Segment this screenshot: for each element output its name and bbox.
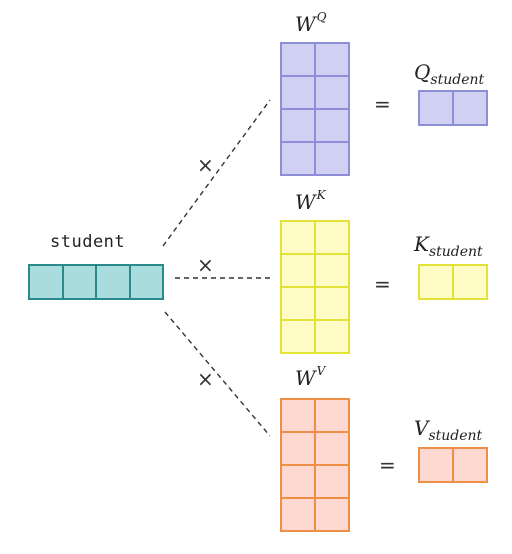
times-sign-v: × bbox=[197, 367, 214, 391]
output-vector-q bbox=[418, 90, 488, 126]
weight-cell bbox=[315, 399, 349, 432]
weight-label-q-base: W bbox=[295, 12, 316, 36]
weight-label-v-sup: V bbox=[316, 364, 326, 379]
weight-matrix-q bbox=[280, 42, 350, 176]
output-label-v-sub: student bbox=[428, 428, 483, 444]
connector-q bbox=[162, 99, 271, 247]
weight-cell bbox=[281, 465, 315, 498]
input-cell bbox=[62, 265, 96, 299]
weight-label-q: WQ bbox=[295, 10, 327, 36]
weight-cell bbox=[315, 142, 349, 175]
output-label-k: Kstudent bbox=[414, 232, 483, 260]
output-label-q: Qstudent bbox=[414, 60, 484, 88]
output-cell bbox=[453, 448, 487, 482]
input-cell bbox=[29, 265, 63, 299]
weight-cell bbox=[315, 320, 349, 353]
output-label-v: Vstudent bbox=[414, 416, 482, 444]
weight-label-k: WK bbox=[295, 188, 326, 214]
output-label-v-base: V bbox=[414, 416, 429, 440]
weight-cell bbox=[281, 221, 315, 254]
weight-cell bbox=[281, 320, 315, 353]
input-label: student bbox=[50, 232, 126, 252]
weight-cell bbox=[315, 76, 349, 109]
weight-label-v: WV bbox=[295, 364, 326, 390]
output-vector-k bbox=[418, 264, 488, 300]
output-cell bbox=[453, 265, 487, 299]
weight-cell bbox=[315, 465, 349, 498]
equals-sign-q: = bbox=[374, 92, 391, 116]
equals-sign-v: = bbox=[379, 453, 396, 477]
times-sign-k: × bbox=[197, 253, 214, 277]
output-label-q-sub: student bbox=[430, 72, 485, 88]
output-label-k-sub: student bbox=[428, 244, 483, 260]
weight-cell bbox=[315, 432, 349, 465]
times-sign-q: × bbox=[197, 153, 214, 177]
input-vector bbox=[28, 264, 164, 300]
weight-cell bbox=[281, 43, 315, 76]
weight-cell bbox=[281, 498, 315, 531]
weight-cell bbox=[315, 254, 349, 287]
weight-cell bbox=[281, 432, 315, 465]
connector-v bbox=[164, 311, 271, 437]
weight-cell bbox=[315, 221, 349, 254]
input-cell bbox=[129, 265, 163, 299]
weight-cell bbox=[315, 43, 349, 76]
weight-label-k-sup: K bbox=[316, 188, 326, 203]
output-label-k-base: K bbox=[414, 232, 429, 256]
weight-cell bbox=[315, 287, 349, 320]
weight-cell bbox=[281, 109, 315, 142]
weight-cell bbox=[281, 399, 315, 432]
weight-label-k-base: W bbox=[295, 190, 316, 214]
output-cell bbox=[453, 91, 487, 125]
output-label-q-base: Q bbox=[414, 60, 431, 84]
weight-cell bbox=[281, 76, 315, 109]
weight-label-q-sup: Q bbox=[316, 10, 327, 25]
weight-cell bbox=[315, 109, 349, 142]
weight-cell bbox=[315, 498, 349, 531]
weight-cell bbox=[281, 142, 315, 175]
input-cell bbox=[96, 265, 130, 299]
weight-cell bbox=[281, 287, 315, 320]
equals-sign-k: = bbox=[374, 272, 391, 296]
output-cell bbox=[419, 265, 453, 299]
weight-matrix-v bbox=[280, 398, 350, 532]
weight-label-v-base: W bbox=[295, 366, 316, 390]
output-vector-v bbox=[418, 447, 488, 483]
output-cell bbox=[419, 91, 453, 125]
weight-matrix-k bbox=[280, 220, 350, 354]
output-cell bbox=[419, 448, 453, 482]
weight-cell bbox=[281, 254, 315, 287]
